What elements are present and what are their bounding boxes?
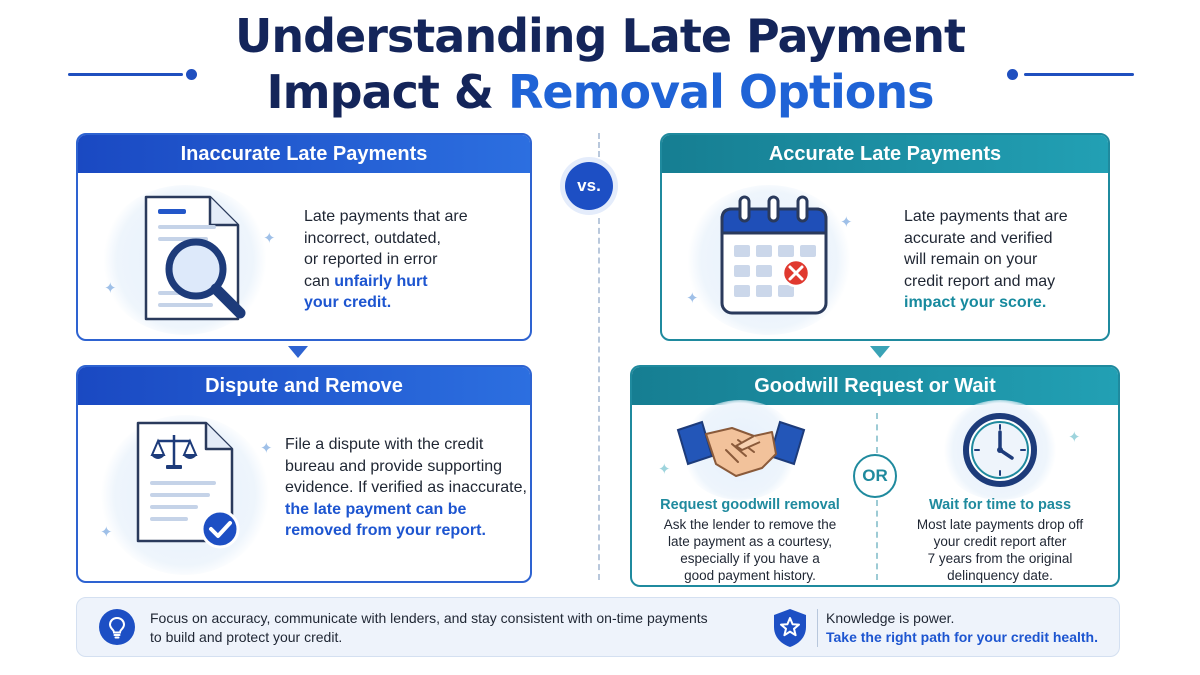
text-line: accurate and verified — [904, 229, 1053, 247]
lightbulb-glyph — [108, 616, 126, 639]
emphasis-text: Take the right path for your credit heal… — [826, 629, 1098, 645]
page-title: Understanding Late Payment Impact & Remo… — [0, 8, 1200, 120]
goodwill-option-desc: Ask the lender to remove the late paymen… — [650, 516, 850, 584]
sparkle-icon: ✦ — [840, 214, 853, 231]
sparkle-icon: ✦ — [104, 280, 117, 297]
center-divider-top — [598, 133, 600, 157]
footer-divider — [817, 609, 818, 647]
text-fragment: can — [304, 272, 335, 290]
options-divider-bottom — [876, 500, 878, 580]
text-line: Knowledge is power. — [826, 610, 955, 626]
text-line: incorrect, outdated, — [304, 229, 441, 247]
text-line: Most late payments drop off — [916, 517, 1084, 532]
sparkle-icon: ✦ — [260, 440, 273, 457]
footer-tip-text: Focus on accuracy, communicate with lend… — [150, 609, 708, 647]
shield-star-icon — [774, 609, 806, 647]
legal-document-check-icon — [136, 421, 240, 549]
or-badge: OR — [853, 454, 897, 498]
handshake-icon — [676, 420, 806, 477]
text-line: Focus on accuracy, communicate with lend… — [150, 610, 708, 626]
center-divider — [598, 218, 600, 580]
sparkle-icon: ✦ — [1068, 429, 1081, 446]
title-line-2-plain: Impact & — [266, 65, 508, 119]
vs-badge: vs. — [565, 162, 613, 210]
accurate-card-text: Late payments that are accurate and veri… — [904, 206, 1068, 314]
inaccurate-card-text: Late payments that are incorrect, outdat… — [304, 206, 468, 314]
text-line: evidence. If verified as inaccurate, — [285, 479, 527, 496]
text-line: good payment history. — [684, 568, 816, 583]
inaccurate-late-payments-card: Inaccurate Late Payments ✦ ✦ Late paymen… — [76, 133, 532, 341]
title-line-2-accent: Removal Options — [507, 65, 934, 119]
sparkle-icon: ✦ — [263, 230, 276, 247]
title-line-1: Understanding Late Payment — [235, 9, 966, 63]
emphasis-text: removed from your report. — [285, 522, 486, 539]
text-line: File a dispute with the credit — [285, 436, 484, 453]
footer-motto: Knowledge is power. Take the right path … — [826, 609, 1098, 647]
title-dot-right — [1007, 69, 1018, 80]
text-line: or reported in error — [304, 251, 438, 268]
arrow-down-icon — [870, 346, 890, 358]
dispute-card-text: File a dispute with the credit bureau an… — [285, 434, 527, 542]
clock-icon — [963, 413, 1037, 487]
text-line: can unfairly hurt — [304, 271, 468, 293]
emphasis-text: your credit. — [304, 294, 392, 311]
goodwill-option-title: Request goodwill removal — [660, 497, 840, 513]
text-line: bureau and provide supporting — [285, 457, 503, 475]
footer-banner: Focus on accuracy, communicate with lend… — [76, 597, 1120, 657]
sparkle-icon: ✦ — [686, 290, 699, 307]
text-line: will remain on your — [904, 251, 1038, 268]
accurate-late-payments-card: Accurate Late Payments ✦ ✦ Late payments… — [660, 133, 1110, 341]
dispute-card-header: Dispute and Remove — [78, 367, 530, 405]
calendar-missed-icon — [720, 195, 828, 315]
wait-option-title: Wait for time to pass — [928, 497, 1072, 513]
document-magnifier-icon — [144, 195, 246, 321]
text-line: credit report and may — [904, 272, 1056, 290]
text-line: your credit report after — [933, 534, 1067, 549]
emphasis-text: impact your score. — [904, 294, 1047, 311]
title-dot-left — [186, 69, 197, 80]
emphasis-text: unfairly hurt — [334, 272, 428, 290]
sparkle-icon: ✦ — [100, 524, 113, 541]
lightbulb-icon — [99, 609, 135, 645]
text-line: Late payments that are — [904, 208, 1068, 225]
options-divider-top — [876, 413, 878, 453]
text-line: Ask the lender to remove the — [663, 517, 837, 532]
title-line-2: Impact & Removal Options — [0, 64, 1200, 120]
arrow-down-icon — [288, 346, 308, 358]
text-line: Late payments that are — [304, 208, 468, 225]
goodwill-card-header: Goodwill Request or Wait — [632, 367, 1118, 405]
emphasis-text: the late payment can be — [285, 500, 467, 518]
sparkle-icon: ✦ — [658, 461, 671, 478]
wait-option-desc: Most late payments drop off your credit … — [900, 516, 1100, 584]
dispute-and-remove-card: Dispute and Remove ✦ ✦ File a dispute wi… — [76, 365, 532, 583]
accurate-card-header: Accurate Late Payments — [662, 135, 1108, 173]
text-line: 7 years from the original — [927, 551, 1073, 566]
title-rule-left — [68, 73, 183, 76]
text-line: especially if you have a — [680, 551, 820, 566]
text-line: to build and protect your credit. — [150, 629, 343, 645]
text-line: late payment as a courtesy, — [667, 534, 833, 549]
title-rule-right — [1024, 73, 1134, 76]
inaccurate-card-header: Inaccurate Late Payments — [78, 135, 530, 173]
text-line: delinquency date. — [947, 568, 1053, 583]
